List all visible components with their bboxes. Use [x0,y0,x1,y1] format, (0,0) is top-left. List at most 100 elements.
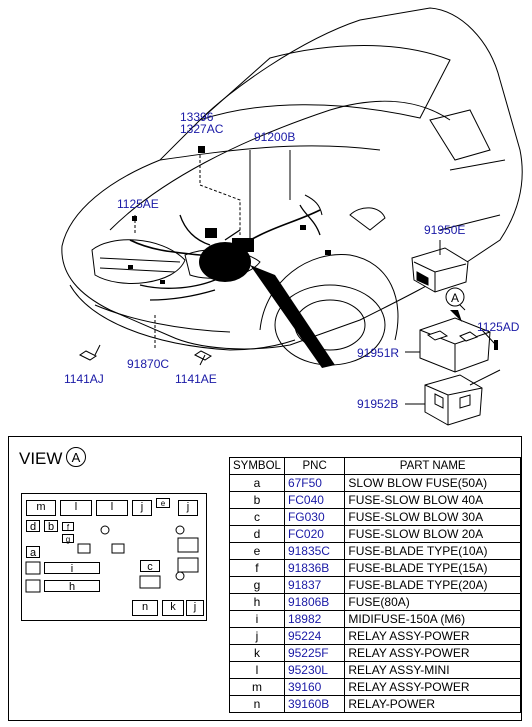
pnc-link[interactable]: 91806B [283,593,346,611]
pnc-link[interactable]: FC040 [283,491,346,509]
cell-m: m [26,500,56,516]
fuse-box-layout: m l l j e j d b f g a i h c n k j [21,493,207,621]
callout-13396[interactable]: 13396 [180,110,214,124]
part-name-cell: RELAY ASSY-POWER [344,627,521,645]
cell-k: k [162,600,184,616]
symbol-cell: j [229,627,285,645]
pnc-link[interactable]: FG030 [283,508,346,526]
pnc-link[interactable]: 39160B [283,695,346,713]
part-name-cell: RELAY-POWER [344,695,521,713]
callout-91952b[interactable]: 91952B [357,397,399,411]
part-name-cell: RELAY ASSY-POWER [344,644,521,662]
pnc-link[interactable]: 91835C [283,542,346,560]
fuse-box-details [25,525,199,593]
cell-h: h [44,580,100,593]
symbol-cell: f [229,559,285,577]
col-header-symbol: SYMBOL [229,457,285,475]
view-title: VIEW [19,449,63,468]
cell-c: c [140,560,160,573]
callout-91950e[interactable]: 91950E [424,223,466,237]
hood-line [109,100,451,231]
cell-l: l [96,500,128,516]
grille [91,239,186,284]
pnc-link[interactable]: 95230L [283,661,346,679]
part-name-cell: MIDIFUSE-150A (M6) [344,610,521,628]
col-header-pnc: PNC [283,457,346,475]
lower-bracket [424,374,483,426]
windshield [199,45,451,121]
callout-91200b[interactable]: 91200B [254,130,296,144]
pnc-link[interactable]: 91836B [283,559,346,577]
callout-1141ae[interactable]: 1141AE [175,372,217,386]
col-header-part-name: PART NAME [344,457,521,475]
cell-j: j [186,600,204,616]
part-name-cell: FUSE-BLADE TYPE(10A) [344,542,521,560]
part-name-cell: RELAY ASSY-MINI [344,661,521,679]
pnc-link[interactable]: 95225F [283,644,346,662]
view-letter-badge: A [66,447,86,467]
symbol-cell: n [229,695,285,713]
part-name-cell: SLOW BLOW FUSE(50A) [344,474,521,492]
pnc-link[interactable]: 95224 [283,627,346,645]
part-name-cell: FUSE-BLADE TYPE(15A) [344,559,521,577]
symbol-cell: i [229,610,285,628]
engine-harness-diagram: A [61,7,523,426]
cell-j: j [132,500,152,516]
part-name-cell: FUSE-SLOW BLOW 40A [344,491,521,509]
pnc-link[interactable]: 91837 [283,576,346,594]
callout-91951r[interactable]: 91951R [357,346,400,360]
pnc-link[interactable]: FC020 [283,525,346,543]
symbol-cell: b [229,491,285,509]
view-a-marker [445,287,465,307]
symbol-cell: g [229,576,285,594]
cell-j: j [178,500,198,516]
symbol-cell: c [229,508,285,526]
callout-1141aj[interactable]: 1141AJ [64,372,104,386]
symbol-cell: l [229,661,285,679]
cell-n: n [132,600,158,616]
part-name-cell: FUSE-BLADE TYPE(20A) [344,576,521,594]
symbol-cell: d [229,525,285,543]
callout-1125ae[interactable]: 1125AE [117,197,159,211]
callout-1125ad[interactable]: 1125AD [477,320,520,334]
symbol-cell: m [229,678,285,696]
callout-91870c[interactable]: 91870C [127,357,170,371]
pnc-link[interactable]: 18982 [283,610,346,628]
symbol-cell: k [229,644,285,662]
cell-i: i [44,562,100,575]
symbol-cell: e [229,542,285,560]
cell-g: g [62,534,74,544]
cell-d: d [26,520,40,533]
pnc-link[interactable]: 67F50 [283,474,346,492]
part-name-cell: FUSE(80A) [344,593,521,611]
symbol-cell: a [229,474,285,492]
symbol-cell: h [229,593,285,611]
part-name-cell: FUSE-SLOW BLOW 20A [344,525,521,543]
part-name-cell: RELAY ASSY-POWER [344,678,521,696]
cell-f: f [62,522,74,532]
cable-strip [250,265,335,368]
pnc-link[interactable]: 39160 [283,678,346,696]
legend-panel: VIEW A m l l j e j d b f g a i h c n k j [8,436,522,721]
cell-b: b [44,520,58,533]
bumper [69,284,296,351]
view-a-marker-letter: A [451,291,459,305]
cell-e: e [156,498,170,508]
cell-l: l [60,500,92,516]
callout-1327ac[interactable]: 1327AC [180,122,224,136]
